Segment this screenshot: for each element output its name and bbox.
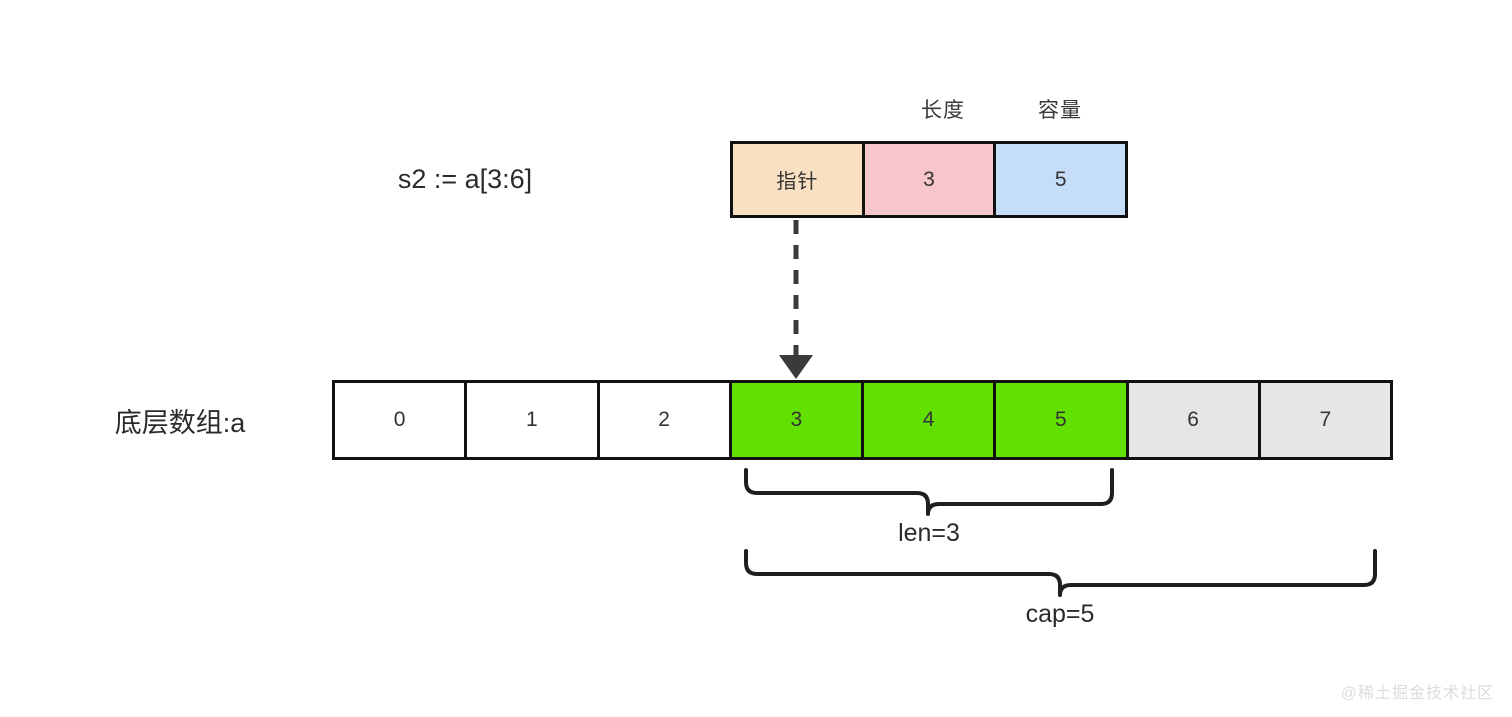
array-cell-3-value: 3 [790, 408, 803, 431]
capacity-caption: 容量 [1038, 99, 1082, 122]
array-cell-6-value: 6 [1187, 408, 1199, 431]
len-annotation-label: len=3 [898, 519, 960, 547]
array-cell-4: 4 [861, 383, 994, 457]
array-cell-7: 7 [1257, 383, 1390, 457]
slice-length-cell: 3 [861, 144, 994, 215]
array-cell-2: 2 [596, 383, 729, 457]
array-cell-4-value: 4 [922, 408, 935, 431]
array-cell-2-value: 2 [658, 408, 670, 431]
slice-pointer-label: 指针 [776, 171, 819, 193]
slice-expression-label: s2 := a[3:6] [397, 164, 533, 194]
cap-brace-icon [744, 549, 1377, 597]
len-brace-icon [744, 468, 1114, 516]
array-cell-7-value: 7 [1319, 408, 1332, 431]
pointer-arrow-icon [779, 220, 813, 379]
backing-array-label: 底层数组:a [114, 408, 246, 438]
slice-capacity-value: 5 [1054, 167, 1067, 191]
slice-pointer-cell: 指针 [733, 144, 862, 215]
array-cell-0-value: 0 [393, 408, 406, 431]
watermark: @稀土掘金技术社区 [1340, 685, 1494, 702]
cap-annotation-label: cap=5 [1025, 600, 1095, 628]
backing-array: 0 1 2 3 4 5 6 7 [332, 380, 1393, 460]
array-cell-0: 0 [335, 383, 465, 457]
array-cell-1-value: 1 [526, 408, 538, 431]
slice-capacity-cell: 5 [993, 144, 1126, 215]
array-cell-3: 3 [728, 383, 861, 457]
slice-length-value: 3 [923, 167, 935, 191]
length-caption: 长度 [921, 99, 965, 122]
array-cell-6: 6 [1125, 383, 1258, 457]
array-cell-5-value: 5 [1055, 408, 1067, 431]
array-cell-1: 1 [464, 383, 597, 457]
array-cell-5: 5 [993, 383, 1126, 457]
slice-header-struct: 指针 3 5 [730, 141, 1128, 218]
